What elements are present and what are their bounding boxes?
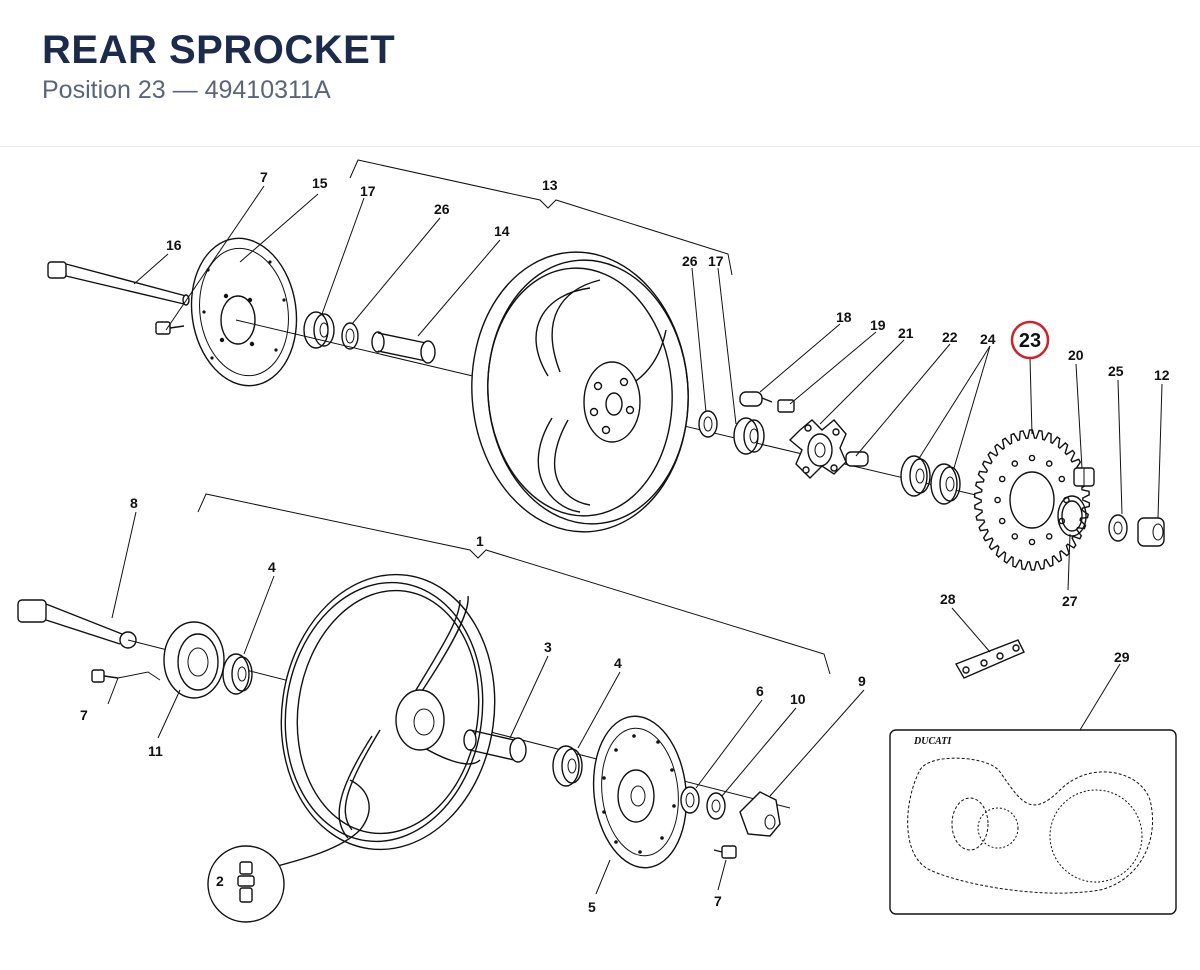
page-header: REAR SPROCKET Position 23 — 49410311A <box>42 28 395 106</box>
callout-2: 2 <box>216 873 224 889</box>
sprocket-bolt-hole <box>1011 460 1019 467</box>
part-28-chain-link[interactable] <box>954 639 1025 679</box>
sprocket-bolt-hole <box>1011 533 1019 540</box>
part-5-front-brake-disc[interactable] <box>586 712 693 873</box>
callout-14: 14 <box>494 223 510 239</box>
part-15-brake-disc[interactable] <box>182 231 306 392</box>
sprocket-bolt-hole <box>1028 538 1036 546</box>
part-7-bolt-lower-left[interactable] <box>91 669 119 683</box>
callout-1: 1 <box>476 533 484 549</box>
callout-20: 20 <box>1068 347 1084 363</box>
callout-labels: 7 15 16 17 26 13 14 26 17 18 19 21 22 24… <box>80 169 1170 915</box>
leader-lines <box>107 185 1163 895</box>
callout-29: 29 <box>1114 649 1130 665</box>
sprocket-bolt-hole <box>1028 454 1036 462</box>
part-20-nut[interactable] <box>1073 467 1095 487</box>
part-9-axle-cap[interactable] <box>739 791 781 837</box>
highlight-callout-23[interactable]: 23 <box>1010 320 1050 360</box>
part-13-rear-wheel[interactable] <box>462 245 697 539</box>
part-7-bolt-lower[interactable] <box>713 845 737 859</box>
part-subtitle: Position 23 — 49410311A <box>42 76 331 104</box>
part-17-bearing-right[interactable] <box>733 417 765 455</box>
callout-4b: 4 <box>614 655 622 671</box>
part-25-washer[interactable] <box>1108 514 1128 542</box>
callout-13: 13 <box>542 177 558 193</box>
callout-3: 3 <box>544 639 552 655</box>
part-12-nut[interactable] <box>1137 517 1165 547</box>
callout-28: 28 <box>940 591 956 607</box>
callout-4: 4 <box>268 559 276 575</box>
sprocket-bore <box>1009 471 1055 529</box>
callout-5: 5 <box>588 899 596 915</box>
callout-18: 18 <box>836 309 852 325</box>
callout-21: 21 <box>898 325 914 341</box>
part-22-shaft[interactable] <box>845 451 869 467</box>
highlight-label: 23 <box>1019 330 1041 352</box>
callout-16: 16 <box>166 237 182 253</box>
callout-10: 10 <box>790 691 806 707</box>
part-16-axle[interactable] <box>47 261 190 306</box>
part-29-chain-kit-inset[interactable]: DUCATI <box>889 729 1177 915</box>
part-1-front-wheel[interactable] <box>264 561 512 869</box>
part-21-hub-flange[interactable] <box>788 419 847 479</box>
callout-12: 12 <box>1154 367 1170 383</box>
callout-27: 27 <box>1062 593 1078 609</box>
part-7-bolt-top[interactable] <box>155 321 185 335</box>
callout-24: 24 <box>980 331 996 347</box>
part-3-spacer[interactable] <box>463 729 527 763</box>
header-divider <box>0 146 1200 147</box>
sprocket-bolt-hole <box>998 475 1006 483</box>
callout-26b: 26 <box>682 253 698 269</box>
sprocket-bolt-hole <box>1058 475 1066 483</box>
page-title: REAR SPROCKET <box>42 28 396 72</box>
sprocket-bolt-hole <box>1045 460 1053 467</box>
callout-9: 9 <box>858 673 866 689</box>
part-14-spacer[interactable] <box>371 331 436 364</box>
inset-brand-text: DUCATI <box>913 736 952 747</box>
callout-17: 17 <box>360 183 376 199</box>
part-23-rear-sprocket[interactable] <box>973 429 1091 571</box>
callout-17b: 17 <box>708 253 724 269</box>
part-24-bearing-a[interactable] <box>900 455 931 497</box>
bracket-1 <box>197 493 831 675</box>
sprocket-bolt-hole <box>994 496 1001 504</box>
part-2-valve-detail[interactable] <box>207 845 285 923</box>
callout-7: 7 <box>260 169 268 185</box>
callout-26: 26 <box>434 201 450 217</box>
callout-7b: 7 <box>80 707 88 723</box>
part-6-seal[interactable] <box>680 786 700 814</box>
part-26-seal-right[interactable] <box>698 410 718 438</box>
part-27-circlip[interactable] <box>1057 495 1087 537</box>
callout-25: 25 <box>1108 363 1124 379</box>
sprocket-bolt-hole <box>998 517 1006 525</box>
part-10-washer[interactable] <box>706 792 726 820</box>
part-18-stud[interactable] <box>739 391 773 407</box>
callout-8: 8 <box>130 495 138 511</box>
callout-7c: 7 <box>714 893 722 909</box>
callout-22: 22 <box>942 329 958 345</box>
part-4-bearing-right[interactable] <box>552 745 583 787</box>
sprocket-bolt-hole <box>1045 533 1053 540</box>
part-24-bearing-b[interactable] <box>930 463 961 505</box>
callout-19: 19 <box>870 317 886 333</box>
part-11-speedo-drive[interactable] <box>163 621 225 699</box>
part-4-bearing-left[interactable] <box>222 653 253 695</box>
callout-11: 11 <box>148 743 163 759</box>
part-19-nut[interactable] <box>777 399 795 413</box>
part-8-front-axle[interactable] <box>17 599 137 649</box>
callout-15: 15 <box>312 175 328 191</box>
callout-6: 6 <box>756 683 764 699</box>
part-26-seal-left[interactable] <box>341 322 359 350</box>
part-17-bearing-left[interactable] <box>303 311 335 349</box>
bracket-13 <box>349 159 733 276</box>
